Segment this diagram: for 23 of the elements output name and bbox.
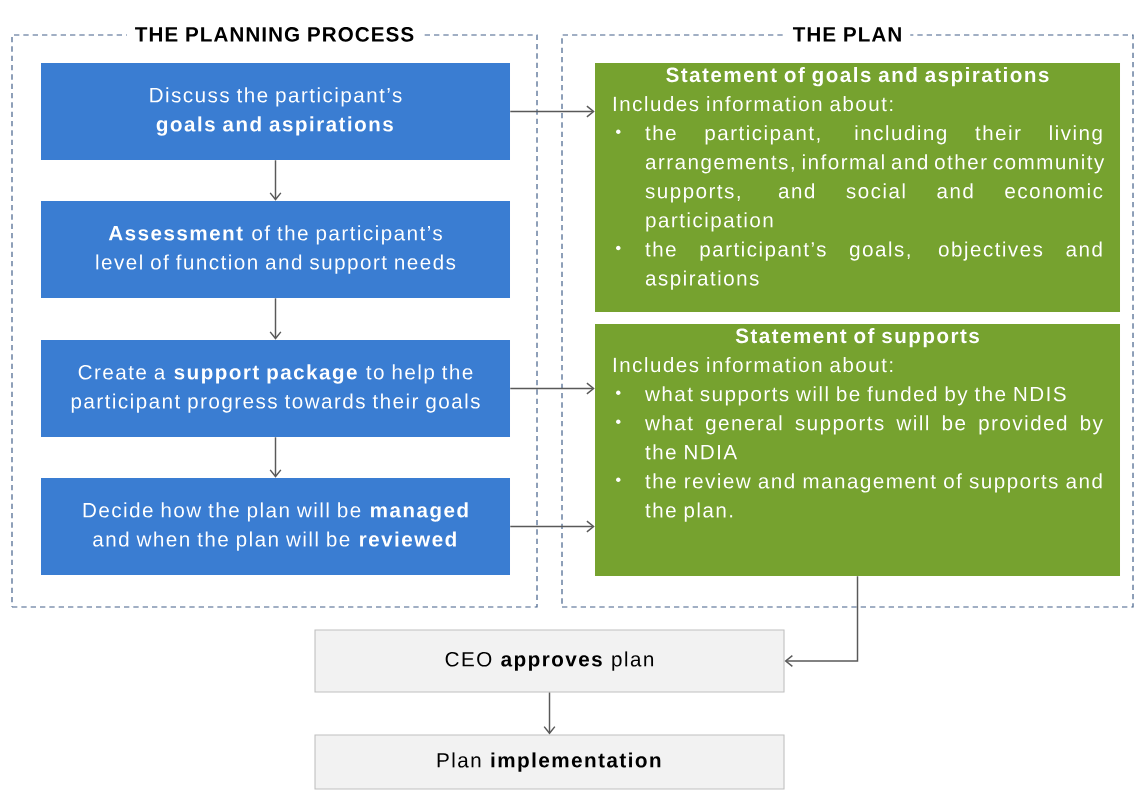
arrow <box>509 105 595 118</box>
arrow <box>509 382 595 395</box>
bullet-item: the participant’s goals, objectives and aspirations <box>616 241 1102 290</box>
arrow <box>784 575 859 668</box>
bullet-item: what supports will be funded by the NDIS <box>616 386 1066 406</box>
arrow <box>543 691 556 735</box>
arrow <box>269 159 282 201</box>
arrow <box>269 297 282 340</box>
intro-text: Includes information about: <box>613 357 893 373</box>
process-box: Plan implementation <box>314 734 785 790</box>
arrow <box>509 520 595 533</box>
process-box: CEO approves plan <box>314 629 785 693</box>
process-box: Decide how the plan will be managed and when the plan will be reviewed <box>41 478 510 575</box>
statement-box <box>595 324 1120 576</box>
statement-box <box>595 63 1120 312</box>
bullet-item: the review and management of supports and the plan. <box>616 473 1102 522</box>
arrow <box>269 436 282 478</box>
intro-text: Includes information about: <box>613 96 893 112</box>
process-box: Discuss the participant’s goals and aspirations <box>41 63 510 160</box>
process-box: Assessment of the participant’s level of function and support needs <box>41 201 510 298</box>
process-box: Create a support package to help the participant progress towards their goals <box>41 340 510 437</box>
box-heading: Statement of supports <box>735 328 979 348</box>
box-heading: Statement of goals and aspirations <box>666 67 1049 87</box>
